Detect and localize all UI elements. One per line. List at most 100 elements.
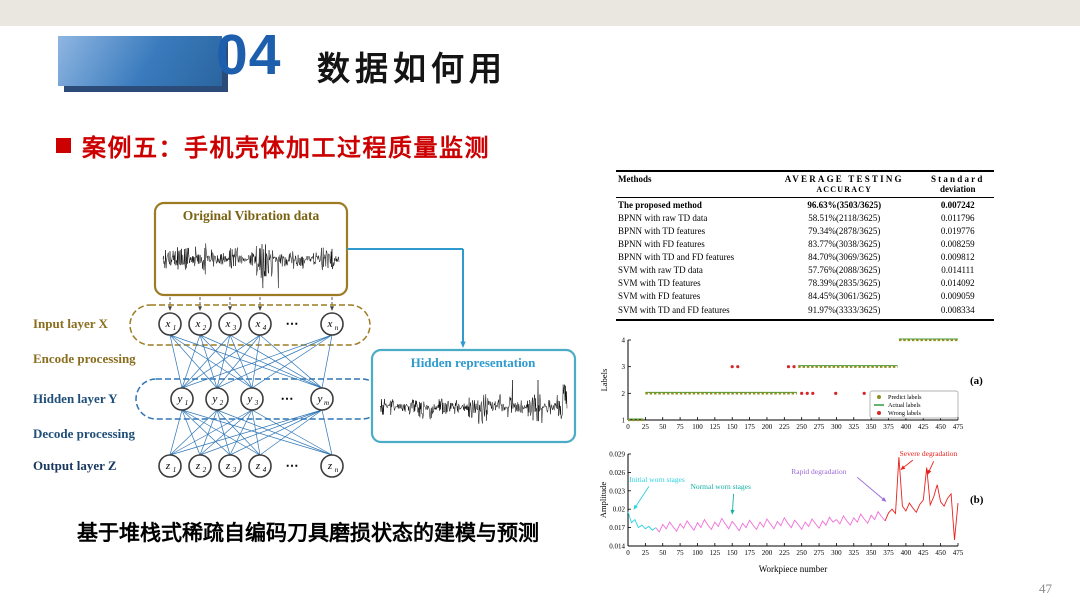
svg-text:0.014: 0.014 [609, 543, 625, 551]
svg-text:2: 2 [203, 466, 207, 474]
svg-text:300: 300 [831, 423, 842, 431]
svg-text:Original Vibration data: Original Vibration data [183, 208, 320, 223]
svg-text:2: 2 [622, 390, 626, 398]
svg-text:25: 25 [642, 549, 650, 557]
svg-text:475: 475 [953, 549, 964, 557]
svg-text:50: 50 [659, 549, 667, 557]
svg-text:475: 475 [953, 423, 964, 431]
svg-text:3: 3 [232, 466, 237, 474]
svg-text:z: z [165, 460, 171, 472]
svg-text:0.026: 0.026 [609, 469, 625, 477]
svg-text:100: 100 [692, 423, 703, 431]
svg-text:225: 225 [779, 423, 790, 431]
svg-text:375: 375 [883, 423, 894, 431]
svg-text:75: 75 [677, 423, 685, 431]
svg-text:275: 275 [814, 423, 825, 431]
svg-text:225: 225 [779, 549, 790, 557]
svg-text:4: 4 [622, 337, 626, 345]
svg-text:400: 400 [901, 549, 912, 557]
svg-text:275: 275 [814, 549, 825, 557]
svg-text:m: m [324, 399, 329, 407]
svg-text:Workpiece number: Workpiece number [759, 564, 828, 574]
svg-text:n: n [335, 324, 339, 332]
svg-text:x: x [195, 318, 201, 330]
svg-text:350: 350 [866, 423, 877, 431]
svg-text:75: 75 [677, 549, 685, 557]
slide-top-strip [0, 0, 1080, 26]
case-title-row: 案例五：手机壳体加工过程质量监测 [56, 128, 490, 163]
svg-text:0.02: 0.02 [613, 506, 626, 514]
svg-text:Hidden layer Y: Hidden layer Y [33, 391, 118, 406]
svg-text:3: 3 [232, 324, 237, 332]
svg-text:150: 150 [727, 549, 738, 557]
section-number-box [58, 36, 222, 86]
svg-text:2: 2 [203, 324, 207, 332]
svg-text:y: y [317, 393, 323, 405]
svg-text:0.023: 0.023 [609, 487, 625, 495]
svg-text:Encode processing: Encode processing [33, 351, 136, 366]
svg-text:175: 175 [744, 549, 755, 557]
svg-text:Output layer Z: Output layer Z [33, 458, 117, 473]
red-square-bullet-icon [56, 138, 71, 153]
svg-text:1: 1 [173, 466, 177, 474]
svg-text:z: z [255, 460, 261, 472]
svg-text:⋯: ⋯ [286, 316, 299, 331]
svg-text:200: 200 [762, 549, 773, 557]
svg-text:1: 1 [173, 324, 177, 332]
svg-text:200: 200 [762, 423, 773, 431]
svg-text:Rapid degradation: Rapid degradation [791, 467, 846, 476]
svg-text:425: 425 [918, 549, 929, 557]
svg-text:x: x [165, 318, 171, 330]
svg-text:x: x [327, 318, 333, 330]
svg-text:Input layer X: Input layer X [33, 316, 108, 331]
svg-text:Initial worn stages: Initial worn stages [629, 475, 684, 484]
svg-text:0: 0 [626, 423, 630, 431]
svg-text:1: 1 [185, 399, 189, 407]
svg-text:0.029: 0.029 [609, 451, 625, 459]
svg-text:y: y [212, 393, 218, 405]
svg-text:300: 300 [831, 549, 842, 557]
svg-text:(b): (b) [970, 494, 984, 506]
svg-text:y: y [247, 393, 253, 405]
svg-text:z: z [195, 460, 201, 472]
svg-text:x: x [225, 318, 231, 330]
svg-text:0.017: 0.017 [609, 524, 625, 532]
svg-text:25: 25 [642, 423, 650, 431]
svg-text:150: 150 [727, 423, 738, 431]
svg-text:125: 125 [710, 549, 721, 557]
svg-text:Hidden representation: Hidden representation [411, 355, 537, 370]
svg-text:(a): (a) [970, 375, 983, 387]
page-number: 47 [1039, 581, 1052, 596]
svg-text:Decode processing: Decode processing [33, 426, 135, 441]
svg-text:3: 3 [622, 363, 626, 371]
svg-text:z: z [225, 460, 231, 472]
svg-text:y: y [177, 393, 183, 405]
diagram-caption: 基于堆栈式稀疏自编码刀具磨损状态的建模与预测 [77, 522, 539, 545]
svg-text:⋯: ⋯ [281, 391, 294, 406]
svg-text:2: 2 [220, 399, 224, 407]
svg-text:Predict labels: Predict labels [888, 394, 922, 401]
svg-text:Labels: Labels [599, 369, 609, 392]
svg-text:250: 250 [796, 423, 807, 431]
svg-text:0: 0 [626, 549, 630, 557]
case-title: 案例五：手机壳体加工过程质量监测 [82, 135, 490, 162]
svg-text:z: z [327, 460, 333, 472]
svg-text:50: 50 [659, 423, 667, 431]
svg-text:3: 3 [254, 399, 259, 407]
svg-text:100: 100 [692, 549, 703, 557]
svg-text:400: 400 [901, 423, 912, 431]
svg-text:Severe degradation: Severe degradation [900, 449, 958, 458]
svg-text:450: 450 [935, 549, 946, 557]
